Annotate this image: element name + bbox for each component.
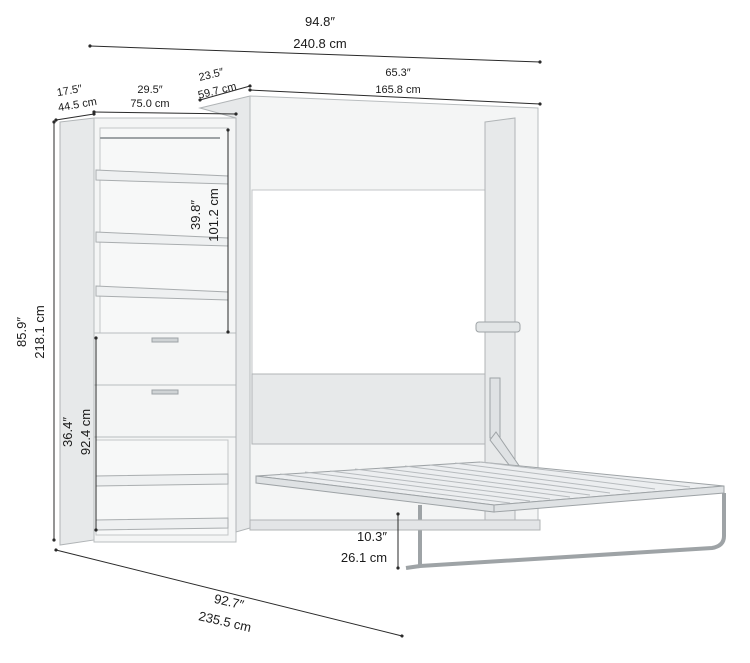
storage-width-in-label: 29.5″ (137, 84, 162, 96)
total-width-cm-label: 240.8 cm (293, 36, 346, 51)
dim-cabinet-depth (198, 84, 252, 102)
leg-height-in-label: 10.3″ (357, 529, 387, 544)
bed-slats (279, 461, 691, 504)
bed-width-cm-label: 165.8 cm (375, 84, 420, 96)
total-height-in-label: 85.9″ (14, 317, 29, 347)
open-depth-in-label: 92.7″ (213, 591, 246, 612)
bed-handle (475, 321, 521, 333)
lower-height-cm-label: 92.4 cm (78, 409, 93, 455)
headboard-panel (251, 373, 486, 445)
dim-bed-width (248, 88, 542, 106)
drawer-bottom-handle (151, 389, 179, 395)
cabinet-base (249, 519, 541, 531)
storage-shelves (95, 137, 229, 301)
shelf-height-cm-label: 101.2 cm (206, 188, 221, 241)
dim-total-width (88, 44, 542, 64)
bed-leg-foot (405, 564, 421, 570)
lower-height-in-label: 36.4″ (60, 417, 75, 447)
dim-storage-width (92, 110, 238, 116)
piston-mechanism (489, 377, 501, 439)
cabinet-depth-in-label: 23.5″ (198, 66, 226, 84)
total-height-cm-label: 218.1 cm (32, 305, 47, 358)
shelf-height-in-label: 39.8″ (188, 200, 203, 230)
dim-open-depth (54, 548, 404, 638)
lower-shelf-2 (95, 517, 229, 531)
dim-storage-depth (54, 112, 96, 122)
bed-leg (418, 493, 726, 569)
dimension-lines (52, 44, 542, 638)
leg-height-cm-label: 26.1 cm (341, 550, 387, 565)
bed-width-in-label: 65.3″ (385, 67, 410, 79)
furniture-drawing (59, 95, 726, 570)
bed-cabinet-opening (251, 189, 486, 377)
storage-depth-in-label: 17.5″ (56, 83, 83, 99)
cabinet-depth-cm-label: 59.7 cm (197, 81, 238, 102)
open-depth-cm-label: 235.5 cm (197, 608, 252, 635)
storage-side-panel (59, 117, 95, 546)
storage-depth-cm-label: 44.5 cm (57, 96, 98, 115)
total-width-in-label: 94.8″ (305, 14, 335, 29)
drawer-top-handle (151, 337, 179, 343)
storage-width-cm-label: 75.0 cm (130, 98, 169, 110)
lower-shelf-1 (95, 473, 229, 487)
